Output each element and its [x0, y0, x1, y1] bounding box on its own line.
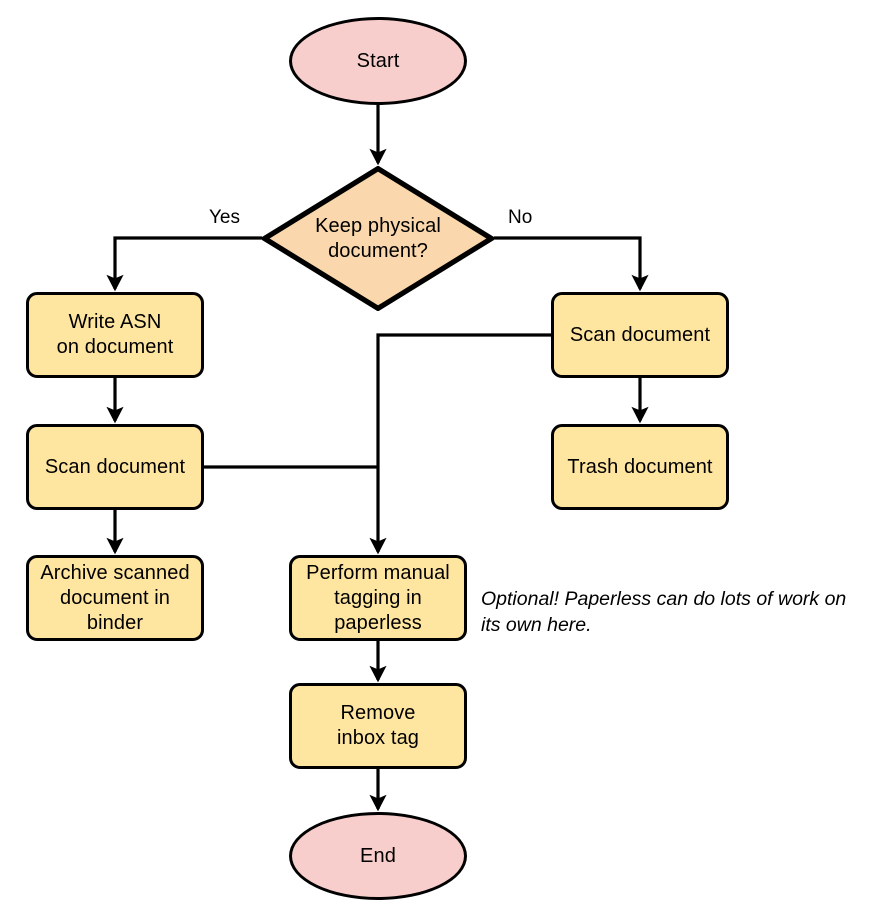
node-scan-document-left-label: Scan document — [44, 455, 186, 478]
node-start-label: Start — [356, 49, 400, 72]
node-perform-manual-tagging-in-paperless[interactable]: Perform manual tagging in paperless — [289, 555, 467, 641]
node-remove-inbox-tag[interactable]: Remove inbox tag — [289, 683, 467, 769]
edge-label-yes: Yes — [209, 207, 240, 228]
node-scan-document-left[interactable]: Scan document — [26, 424, 204, 510]
edge-decision-no-to-scan-right — [494, 236, 649, 292]
edge-decision-yes-to-write-asn — [106, 236, 262, 292]
node-start[interactable]: Start — [289, 17, 467, 105]
node-scan-document-right-label: Scan document — [569, 323, 711, 346]
node-end-label: End — [360, 844, 396, 867]
node-archive-scanned-document-in-binder-label: Archive scanned document in binder — [40, 561, 190, 634]
node-scan-document-right[interactable]: Scan document — [551, 292, 729, 378]
node-write-asn-on-document[interactable]: Write ASN on document — [26, 292, 204, 378]
edge-scan-right-to-manual-tagging — [369, 333, 551, 555]
node-trash-document[interactable]: Trash document — [551, 424, 729, 510]
node-keep-physical-document-label: Keep physical document? — [315, 214, 441, 262]
node-remove-inbox-tag-label: Remove inbox tag — [336, 702, 420, 749]
node-end[interactable]: End — [289, 812, 467, 900]
edge-label-no: No — [508, 207, 533, 228]
diamond-shape — [262, 166, 494, 311]
node-trash-document-label: Trash document — [567, 455, 713, 478]
node-keep-physical-document[interactable]: Keep physical document? — [262, 166, 494, 311]
node-perform-manual-tagging-in-paperless-label: Perform manual tagging in paperless — [306, 561, 450, 634]
annotation-optional-note: Optional! Paperless can do lots of work … — [481, 588, 847, 636]
node-archive-scanned-document-in-binder[interactable]: Archive scanned document in binder — [26, 555, 204, 641]
node-write-asn-on-document-label: Write ASN on document — [56, 311, 174, 358]
